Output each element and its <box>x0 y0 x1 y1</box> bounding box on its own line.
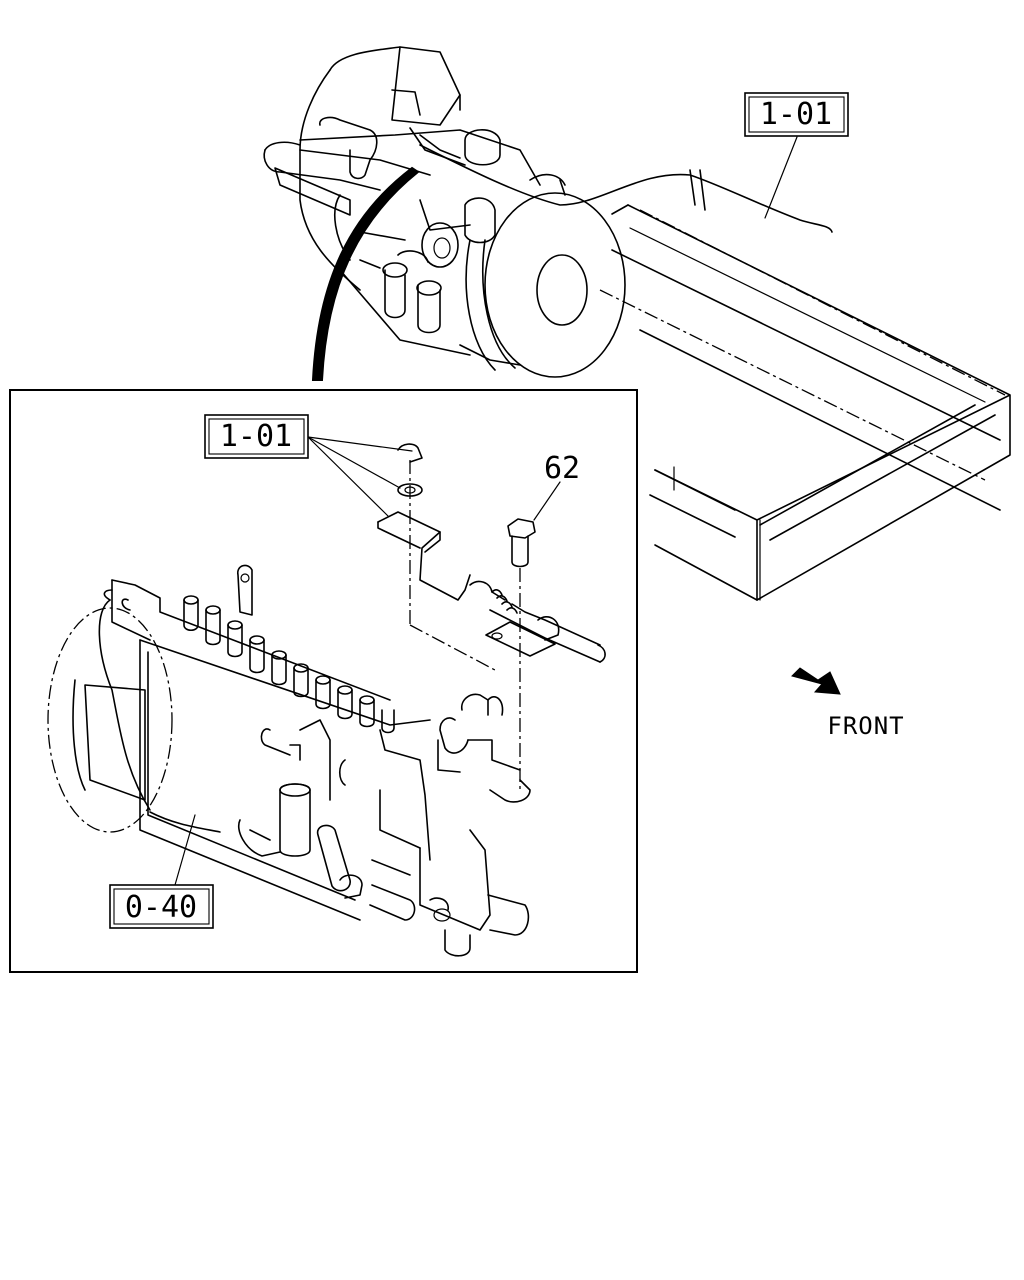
callout-bottom-0-40-text: 0-40 <box>125 890 197 925</box>
part-number-62: 62 <box>544 451 580 486</box>
top-ref-leader <box>764 136 798 219</box>
callout-inset-1-01-text: 1-01 <box>220 419 292 454</box>
detail-pointer-arrow <box>311 166 420 381</box>
detail-inset-frame <box>9 389 638 973</box>
frame-rail <box>599 204 1011 601</box>
pump-outlets <box>183 595 395 734</box>
front-direction-arrow-icon <box>791 667 841 695</box>
front-label: FRONT <box>827 712 904 740</box>
engine-assembly <box>263 46 833 378</box>
callout-inset-1-01: 1-01 <box>204 414 309 459</box>
bottom-ref-leader <box>174 814 196 886</box>
callout-top-1-01-text: 1-01 <box>760 97 832 132</box>
callout-bottom-0-40: 0-40 <box>109 884 214 929</box>
injection-pump-detail <box>47 436 606 957</box>
callout-top-1-01: 1-01 <box>744 92 849 137</box>
